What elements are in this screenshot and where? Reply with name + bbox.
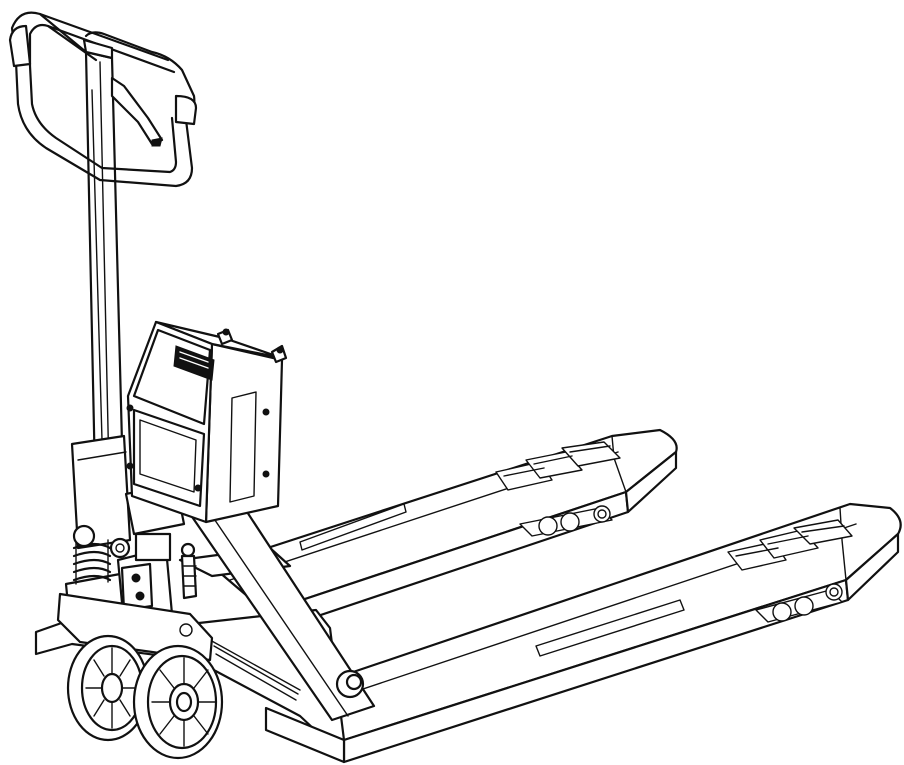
- fork-slot: [561, 441, 621, 467]
- indicator-support-strut: [184, 490, 376, 722]
- front-wheel: [132, 644, 224, 760]
- right-fork-rollers: [755, 583, 843, 623]
- load-cell-plate-right: [535, 599, 685, 657]
- side-label-window: [229, 391, 257, 503]
- fork-slot: [525, 451, 583, 479]
- left-fork-rollers: [519, 505, 613, 537]
- front-wheels: [56, 592, 224, 760]
- tiller: [70, 50, 132, 550]
- weighing-indicator: [126, 320, 288, 524]
- spring: [72, 539, 112, 585]
- fork-slot: [793, 519, 853, 545]
- handle: [8, 11, 198, 188]
- release-lever: [110, 76, 164, 147]
- right-fork: [298, 502, 902, 764]
- load-cell-plate-left: [299, 503, 407, 551]
